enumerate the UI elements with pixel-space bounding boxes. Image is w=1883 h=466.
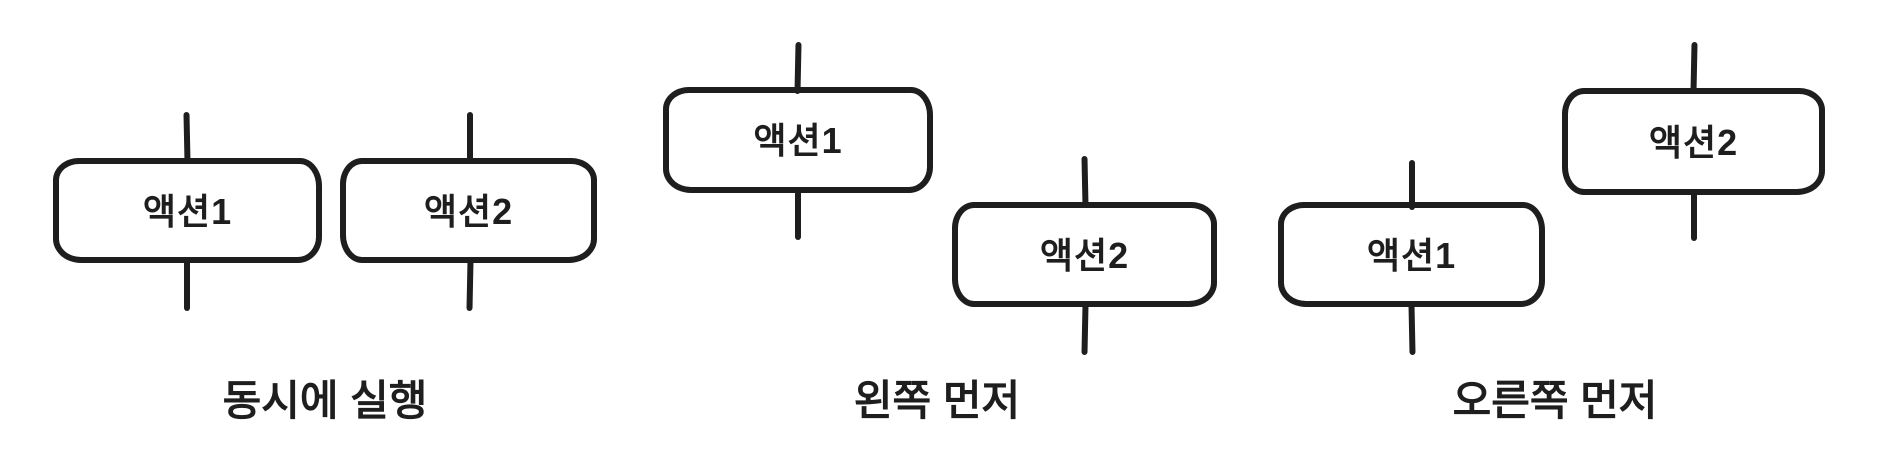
group-caption: 오른쪽 먼저: [1452, 377, 1658, 424]
action-node-1: 액션1: [663, 87, 933, 193]
action-node-1: 액션1: [53, 158, 322, 263]
flow-line-bottom: [466, 258, 474, 312]
action-node-1: 액션1: [1278, 202, 1545, 307]
action-node-2: 액션2: [952, 202, 1217, 307]
action-label: 액션1: [142, 190, 233, 232]
flow-line-top: [1409, 160, 1415, 210]
group-caption: 왼쪽 먼저: [853, 377, 1021, 424]
flow-line-bottom: [1408, 302, 1416, 356]
flow-line-top: [1081, 155, 1089, 209]
action-label: 액션2: [423, 190, 514, 232]
action-node-2: 액션2: [340, 158, 597, 263]
flow-line-top: [467, 112, 473, 164]
action-label: 액션2: [1648, 121, 1739, 163]
action-label: 액션1: [753, 120, 843, 161]
flow-line-bottom: [1691, 191, 1697, 241]
action-label: 액션1: [1366, 234, 1457, 276]
group-caption: 동시에 실행: [222, 377, 428, 424]
action-label: 액션2: [1039, 234, 1130, 276]
flow-line-top: [183, 111, 191, 165]
action-node-2: 액션2: [1562, 88, 1825, 195]
flow-line-top: [794, 41, 802, 95]
flow-line-top: [1690, 41, 1698, 95]
flow-line-bottom: [1081, 302, 1089, 356]
flow-line-bottom: [184, 259, 190, 311]
flow-line-bottom: [795, 189, 801, 240]
